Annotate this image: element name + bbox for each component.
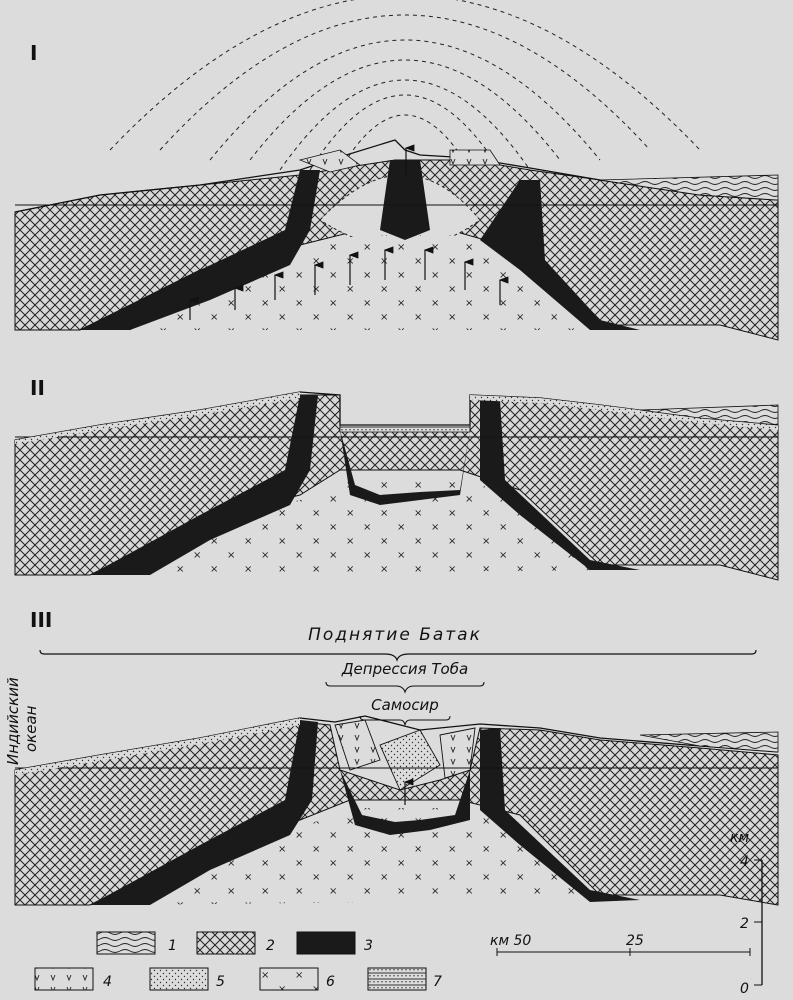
batak-uplift-label: Поднятие Батак xyxy=(308,625,482,645)
legend-swatch-v xyxy=(35,968,93,990)
legend-item-1: 1 xyxy=(97,932,177,954)
horizontal-scale-unit: км 50 xyxy=(490,933,531,949)
legend-number-5: 5 xyxy=(216,974,225,990)
legend-item-5: 5 xyxy=(150,968,225,990)
panel-iii: III Поднятие Батак Депрессия Тоба Самоси… xyxy=(4,608,778,905)
legend-item-3: 3 xyxy=(297,932,373,954)
legend-item-6: 6 xyxy=(260,968,335,990)
indian-ocean-label-2: океан xyxy=(22,705,40,752)
legend-swatch-crosshatch xyxy=(197,932,255,954)
volcanic-cap-right-i xyxy=(450,150,500,165)
legend-swatch-stipple xyxy=(150,968,208,990)
legend-number-6: 6 xyxy=(326,974,335,990)
legend-swatch-black xyxy=(297,932,355,954)
samosir-block-center xyxy=(380,730,440,790)
horizontal-scale: км 50 25 xyxy=(490,933,750,956)
panel-ii: II xyxy=(15,376,778,580)
legend-number-4: 4 xyxy=(103,974,112,990)
horizontal-scale-mid: 25 xyxy=(626,933,644,949)
graben-fill-ii xyxy=(340,425,470,432)
legend-number-3: 3 xyxy=(364,938,373,954)
legend-swatch-wavy xyxy=(97,932,155,954)
samosir-brace xyxy=(360,716,450,725)
toba-brace xyxy=(326,682,484,692)
vertical-scale-tick-4: 4 xyxy=(740,854,749,870)
legend-number-7: 7 xyxy=(433,974,442,990)
vertical-scale-unit: км xyxy=(730,830,749,846)
legend-swatch-dotstripe xyxy=(368,968,426,990)
legend-item-7: 7 xyxy=(368,968,442,990)
panel-i: I xyxy=(15,0,778,340)
batak-brace xyxy=(40,650,756,660)
panel-iii-label: III xyxy=(30,608,52,632)
legend-number-1: 1 xyxy=(168,938,177,954)
indian-ocean-label-1: Индийский xyxy=(4,677,22,765)
vertical-scale-tick-0: 0 xyxy=(740,981,749,997)
samosir-block-left xyxy=(335,720,380,770)
samosir-label: Самосир xyxy=(371,696,439,714)
legend-number-2: 2 xyxy=(266,938,275,954)
panel-i-label: I xyxy=(30,41,37,65)
panel-ii-label: II xyxy=(30,376,45,400)
legend-swatch-x xyxy=(260,968,318,990)
legend-item-4: 4 xyxy=(35,968,112,990)
legend: 1 2 3 4 5 6 7 xyxy=(35,932,442,990)
vertical-scale-tick-2: 2 xyxy=(740,916,749,932)
stress-field-arcs xyxy=(110,0,700,170)
samosir-block-right xyxy=(440,728,475,778)
legend-item-2: 2 xyxy=(197,932,275,954)
toba-depression-label: Депрессия Тоба xyxy=(341,660,468,678)
